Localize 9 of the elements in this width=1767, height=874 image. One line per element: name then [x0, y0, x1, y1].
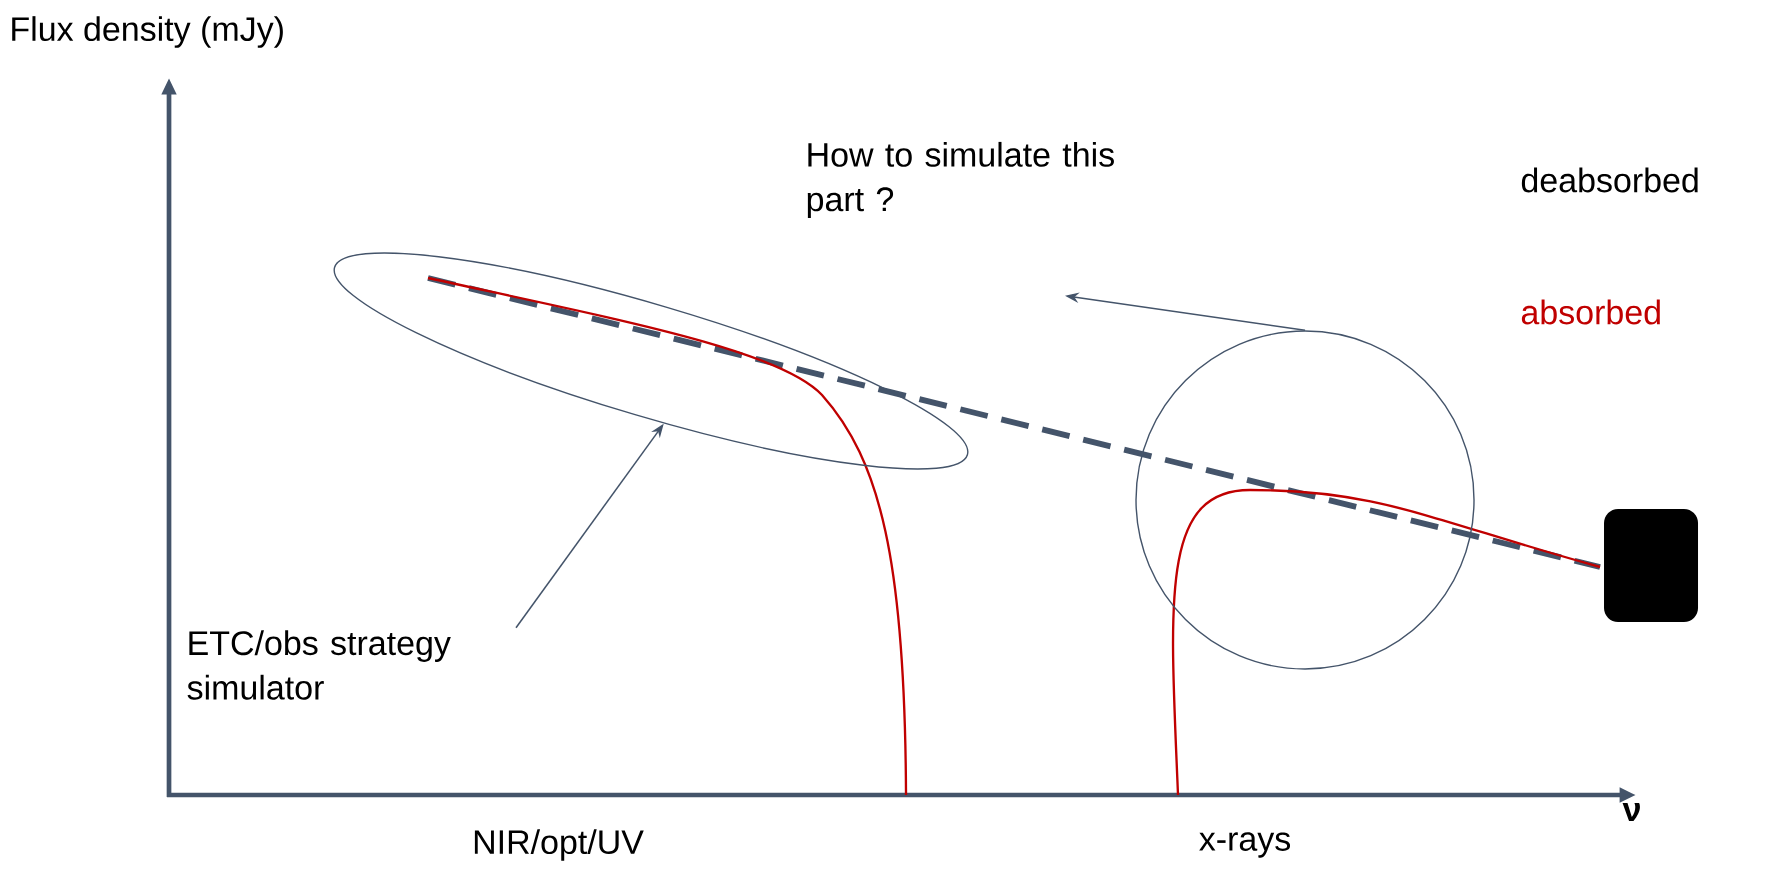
annotation-text: How to simulate this part ?	[807, 141, 1114, 219]
highlight-circle	[1135, 330, 1475, 670]
axis-title: Flux density (mJy)	[12, 16, 283, 48]
annotation-text: ETC/obs strategy simulator	[187, 630, 451, 700]
legend-text: deabsorbed	[1521, 167, 1698, 193]
band-label: x-rays	[1199, 832, 1291, 858]
legend-text: absorbed	[1521, 299, 1660, 325]
axis-title: ν	[1622, 803, 1640, 821]
band-label: NIR/opt/UV	[474, 829, 644, 861]
